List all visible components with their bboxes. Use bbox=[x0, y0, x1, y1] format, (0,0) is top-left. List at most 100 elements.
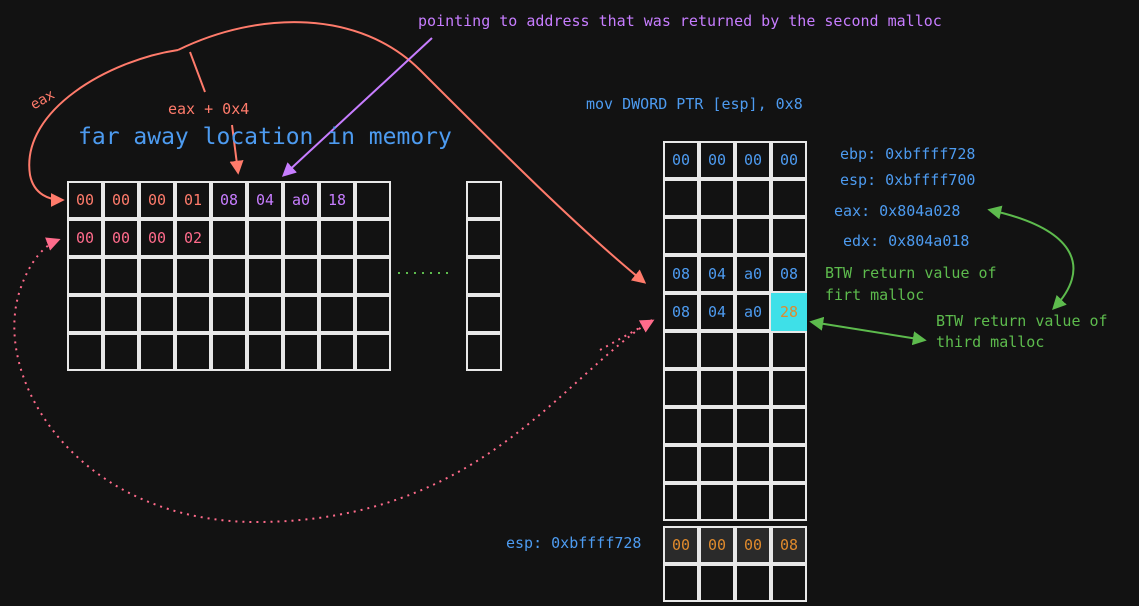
stack-cell bbox=[771, 331, 807, 369]
stack-cell bbox=[771, 407, 807, 445]
stack-cell: 08 bbox=[771, 255, 807, 293]
memory-cell bbox=[103, 295, 139, 333]
stack-cell: a0 bbox=[735, 255, 771, 293]
stack-cell bbox=[699, 483, 735, 521]
stack-cell bbox=[699, 407, 735, 445]
stack-cell: 04 bbox=[699, 293, 735, 331]
stack-cell bbox=[699, 564, 735, 602]
annotation-second-malloc: pointing to address that was returned by… bbox=[418, 12, 942, 30]
stack-cell: 00 bbox=[735, 141, 771, 179]
eax-plus-label: eax + 0x4 bbox=[168, 100, 250, 118]
first-malloc-note: BTW return value of bbox=[825, 264, 997, 282]
first-malloc-note-2: firt malloc bbox=[825, 286, 925, 304]
stack-cell: 00 bbox=[699, 526, 735, 564]
memory-cell bbox=[103, 333, 139, 371]
stack-cell bbox=[735, 369, 771, 407]
third-malloc-note: BTW return value of bbox=[936, 312, 1108, 330]
eax-plus-tick bbox=[189, 51, 206, 93]
stack-cell bbox=[699, 179, 735, 217]
memory-cell bbox=[319, 219, 355, 257]
memory-cell: 00 bbox=[103, 219, 139, 257]
memory-cell bbox=[211, 219, 247, 257]
memory-cell bbox=[355, 219, 391, 257]
memory-cell bbox=[67, 257, 103, 295]
stack-cell bbox=[663, 445, 699, 483]
memory-cell bbox=[355, 295, 391, 333]
memory-cell: 00 bbox=[139, 181, 175, 219]
stack-cell: 00 bbox=[663, 526, 699, 564]
far-memory-title: far away location in memory bbox=[78, 124, 452, 150]
memory-cell bbox=[355, 181, 391, 219]
memory-cell bbox=[247, 219, 283, 257]
memory-cell: 00 bbox=[67, 219, 103, 257]
stack-cell bbox=[771, 217, 807, 255]
eax-plus-arrow bbox=[229, 124, 244, 175]
memory-cell: 04 bbox=[247, 181, 283, 219]
stack-cell bbox=[735, 331, 771, 369]
memory-cell bbox=[355, 257, 391, 295]
third-malloc-arrow bbox=[809, 316, 927, 346]
memory-cell bbox=[319, 257, 355, 295]
stack-cell bbox=[735, 179, 771, 217]
memory-cell bbox=[283, 257, 319, 295]
stack-cell: 00 bbox=[771, 141, 807, 179]
memory-cell bbox=[247, 257, 283, 295]
stack-cell bbox=[771, 445, 807, 483]
memory-cell bbox=[283, 219, 319, 257]
stack-cell: 04 bbox=[699, 255, 735, 293]
memory-cell bbox=[67, 295, 103, 333]
stack-cell bbox=[735, 564, 771, 602]
stack-cell: 00 bbox=[735, 526, 771, 564]
stack-cell: 08 bbox=[663, 293, 699, 331]
stack-cell bbox=[663, 407, 699, 445]
memory-cell: 01 bbox=[175, 181, 211, 219]
eax-arrow bbox=[28, 49, 179, 207]
stack-cell: 08 bbox=[663, 255, 699, 293]
third-malloc-note-2: third malloc bbox=[936, 333, 1045, 351]
stack-cell: a0 bbox=[735, 293, 771, 331]
memory-cell bbox=[175, 333, 211, 371]
second-malloc-arrow bbox=[281, 37, 433, 177]
stack-cell bbox=[699, 217, 735, 255]
memory-cell bbox=[247, 333, 283, 371]
stack-cell bbox=[663, 217, 699, 255]
memory-cell: 02 bbox=[175, 219, 211, 257]
return-value-arc-arrow bbox=[177, 21, 647, 284]
ebp-register: ebp: 0xbffff728 bbox=[840, 145, 976, 163]
dotted-link-head bbox=[599, 319, 655, 351]
memory-cell bbox=[319, 333, 355, 371]
stack-cell bbox=[771, 369, 807, 407]
memory-cell bbox=[355, 333, 391, 371]
memory-cell bbox=[466, 295, 502, 333]
stack-cell bbox=[663, 331, 699, 369]
stack-cell bbox=[735, 445, 771, 483]
stack-cell bbox=[735, 407, 771, 445]
instruction-label: mov DWORD PTR [esp], 0x8 bbox=[586, 95, 803, 113]
esp-bottom-label: esp: 0xbffff728 bbox=[506, 534, 642, 552]
memory-cell bbox=[466, 219, 502, 257]
memory-cell: 00 bbox=[139, 219, 175, 257]
stack-cell: 08 bbox=[771, 526, 807, 564]
stack-cell bbox=[771, 179, 807, 217]
memory-cell bbox=[67, 333, 103, 371]
memory-cell bbox=[211, 295, 247, 333]
stack-cell bbox=[771, 483, 807, 521]
memory-cell bbox=[211, 257, 247, 295]
memory-cell bbox=[175, 295, 211, 333]
stack-cell bbox=[663, 369, 699, 407]
eax-first-malloc-arrow bbox=[987, 205, 1075, 311]
esp-register: esp: 0xbffff700 bbox=[840, 171, 976, 189]
stack-cell bbox=[663, 179, 699, 217]
memory-cell bbox=[283, 333, 319, 371]
eax-register: eax: 0x804a028 bbox=[834, 202, 961, 220]
memory-cell: 18 bbox=[319, 181, 355, 219]
stack-cell bbox=[699, 445, 735, 483]
memory-cell bbox=[319, 295, 355, 333]
stack-cell: 28 bbox=[771, 293, 807, 331]
memory-cell bbox=[247, 295, 283, 333]
edx-register: edx: 0x804a018 bbox=[843, 232, 970, 250]
stack-cell: 00 bbox=[663, 141, 699, 179]
memory-cell: 00 bbox=[103, 181, 139, 219]
stack-cell bbox=[663, 564, 699, 602]
